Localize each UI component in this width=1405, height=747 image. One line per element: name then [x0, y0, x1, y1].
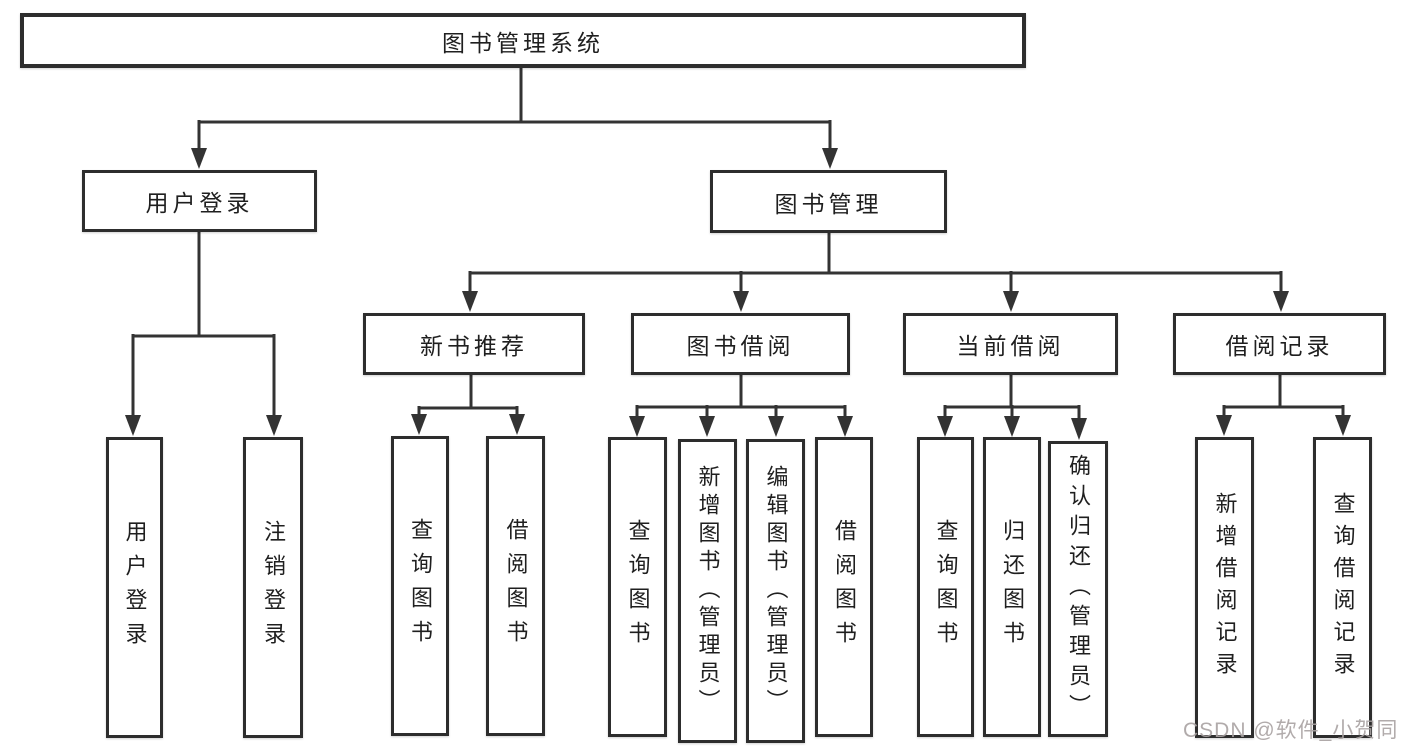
- leaf-label: 新增借阅记录: [1212, 491, 1238, 684]
- node-label: 图书借阅: [686, 333, 795, 359]
- leaf-label: 查询图书: [933, 519, 959, 655]
- node-current-borrow: 当前借阅: [903, 313, 1118, 375]
- leaf-query-books: 查询图书: [917, 437, 974, 737]
- leaf-user-login: 用户登录: [106, 437, 163, 738]
- node-book-borrow: 图书借阅: [631, 313, 850, 375]
- leaf-add-borrow-record: 新增借阅记录: [1195, 437, 1254, 738]
- leaf-label: 归还图书: [1000, 519, 1025, 655]
- leaf-add-books-admin: 新增图书（管理员）: [678, 439, 737, 743]
- node-label: 用户登录: [145, 190, 254, 216]
- node-book-management: 图书管理: [710, 170, 947, 233]
- node-label: 借阅记录: [1225, 333, 1334, 359]
- leaf-label: 借阅图书: [503, 518, 529, 654]
- leaf-label: 查询借阅记录: [1330, 491, 1356, 684]
- leaf-query-books: 查询图书: [391, 436, 449, 736]
- leaf-label: 编辑图书（管理员）: [763, 465, 789, 717]
- node-label: 图书管理系统: [442, 29, 604, 56]
- leaf-label: 借阅图书: [832, 519, 857, 655]
- node-library-management-system: 图书管理系统: [20, 13, 1026, 68]
- leaf-label: 用户登录: [122, 519, 148, 656]
- leaf-query-borrow-record: 查询借阅记录: [1313, 437, 1372, 738]
- node-label: 图书管理: [774, 190, 883, 217]
- leaf-borrow-books: 借阅图书: [486, 436, 545, 736]
- leaf-query-books: 查询图书: [608, 437, 667, 737]
- leaf-edit-books-admin: 编辑图书（管理员）: [746, 439, 805, 743]
- leaf-label: 查询图书: [408, 518, 433, 654]
- node-label: 新书推荐: [420, 333, 528, 359]
- leaf-borrow-books: 借阅图书: [815, 437, 873, 737]
- arrowheads: [125, 148, 1351, 440]
- leaf-label: 新增图书（管理员）: [695, 465, 721, 717]
- csdn-watermark: CSDN @软件_小贺同学: [1183, 719, 1399, 742]
- leaf-logout: 注销登录: [243, 437, 303, 738]
- node-borrow-records: 借阅记录: [1173, 313, 1386, 375]
- node-label: 当前借阅: [956, 333, 1065, 359]
- leaf-label: 查询图书: [625, 519, 651, 655]
- leaf-label: 确认归还（管理员）: [1066, 454, 1091, 724]
- leaf-confirm-return-admin: 确认归还（管理员）: [1048, 441, 1108, 737]
- leaf-label: 注销登录: [261, 519, 286, 656]
- leaf-return-books: 归还图书: [983, 437, 1041, 737]
- node-new-book-recommend: 新书推荐: [363, 313, 585, 375]
- node-user-login: 用户登录: [82, 170, 317, 232]
